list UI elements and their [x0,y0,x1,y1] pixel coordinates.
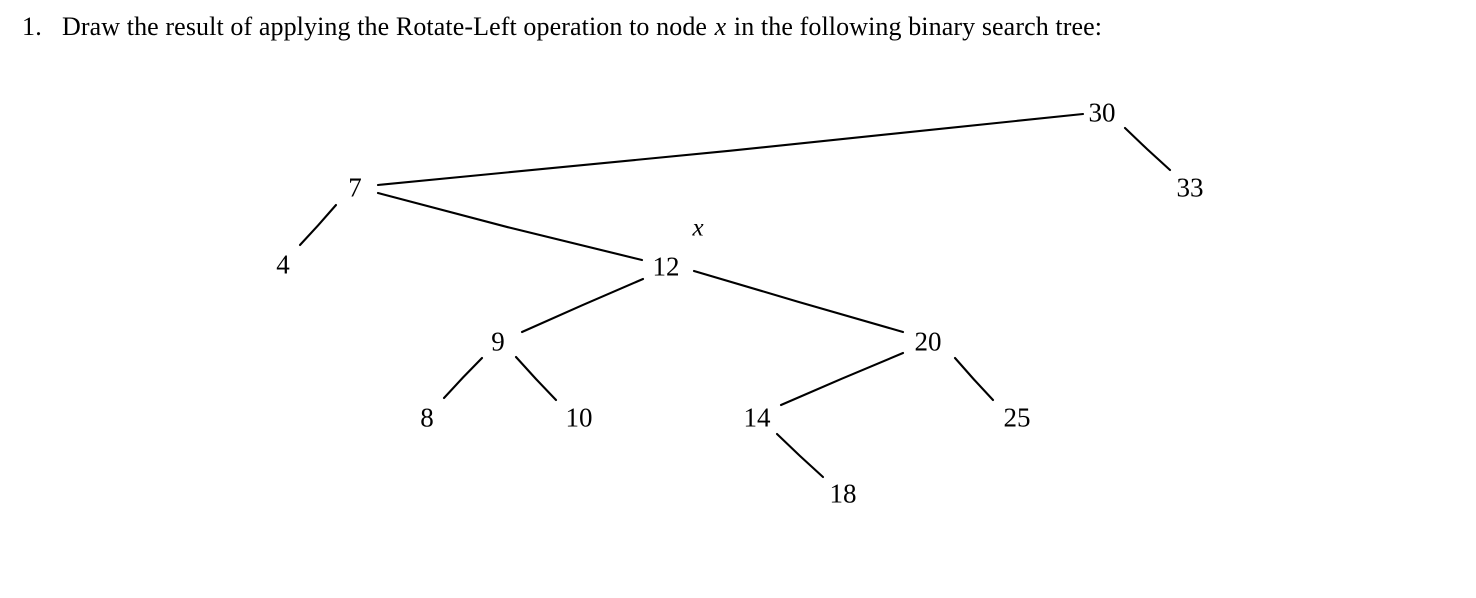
problem-number: 1. [22,12,42,41]
binary-search-tree-figure: 7 4 30 33 12 9 8 10 20 14 25 18 x [0,56,1476,598]
tree-node-18: 18 [829,478,857,509]
problem-text-before-variable: Draw the result of applying the Rotate-L… [62,12,714,41]
problem-text: Draw the result of applying the Rotate-L… [62,12,1102,42]
edge-9-10 [514,355,558,402]
edge-30-33 [1123,126,1172,172]
edge-7-12 [376,191,644,262]
tree-node-25: 25 [1003,402,1031,433]
tree-node-14: 14 [743,402,771,433]
tree-node-33: 33 [1176,172,1204,203]
tree-node-9: 9 [491,326,505,357]
tree-node-20: 20 [914,326,942,357]
edge-12-9 [520,277,645,334]
edge-12-20 [692,269,905,334]
edge-7-4 [298,203,338,247]
tree-edges-svg [298,112,1172,479]
edge-20-25 [953,356,995,402]
tree-node-7: 7 [348,172,362,203]
tree-edge-group [298,112,1172,479]
problem-variable-x: x [714,12,727,41]
problem-statement: 1. Draw the result of applying the Rotat… [0,0,1476,56]
edge-7-30 [376,112,1085,187]
edge-14-18 [775,432,825,479]
edge-9-8 [442,356,484,400]
tree-node-30: 30 [1088,97,1116,128]
edge-20-14 [779,351,905,407]
tree-node-12: 12 [652,251,680,282]
tree-node-10: 10 [565,402,593,433]
tree-node-4: 4 [276,249,290,280]
node-x-annotation: x [692,214,704,242]
tree-node-8: 8 [420,402,434,433]
problem-text-after-variable: in the following binary search tree: [727,12,1103,41]
